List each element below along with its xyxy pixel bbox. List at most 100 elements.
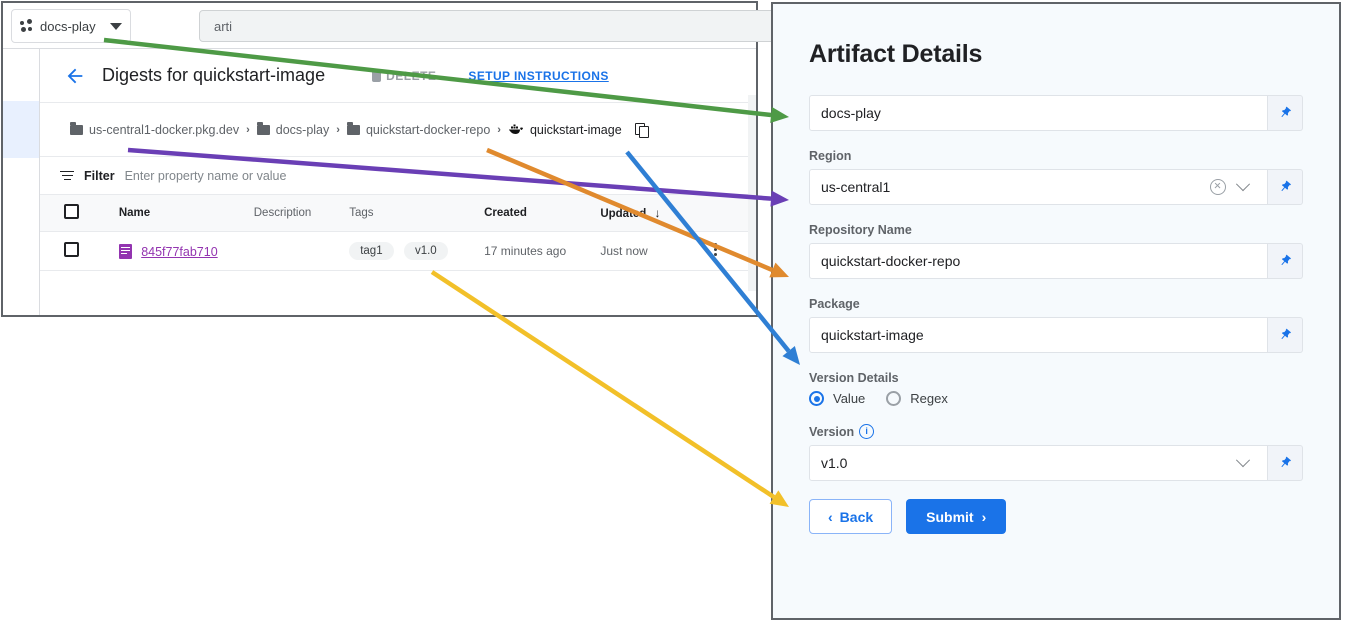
- column-header-name[interactable]: Name: [118, 195, 254, 232]
- folder-icon: [70, 121, 83, 135]
- kebab-menu-icon[interactable]: [714, 241, 718, 258]
- project-input-value: docs-play: [821, 105, 881, 121]
- radio-regex[interactable]: [886, 391, 902, 406]
- search-input-value: arti: [214, 18, 233, 34]
- pin-repository-button[interactable]: [1268, 243, 1303, 279]
- form-actions: ‹ Back Submit ›: [809, 499, 1303, 534]
- version-input[interactable]: v1.0: [809, 445, 1268, 481]
- breadcrumb-item-repo[interactable]: quickstart-docker-repo: [346, 121, 491, 137]
- row-description-cell: [253, 231, 350, 271]
- filter-bar[interactable]: Filter Enter property name or value: [40, 157, 756, 195]
- package-input-value: quickstart-image: [821, 327, 924, 343]
- breadcrumb-separator: ›: [497, 123, 501, 136]
- column-header-tags[interactable]: Tags: [349, 195, 485, 232]
- pin-icon: [1278, 180, 1292, 194]
- pin-icon: [1278, 254, 1292, 268]
- column-header-updated[interactable]: Updated ↓: [600, 195, 715, 232]
- filter-label: Filter: [84, 168, 115, 183]
- chevron-down-icon: [110, 22, 122, 30]
- folder-icon: [256, 121, 270, 135]
- field-repository-name: Repository Name quickstart-docker-repo: [809, 223, 1303, 279]
- breadcrumb-item-image[interactable]: quickstart-image: [508, 123, 622, 137]
- chevron-down-icon[interactable]: [1235, 453, 1251, 468]
- project-input[interactable]: docs-play: [809, 95, 1268, 131]
- back-button-label: Back: [839, 508, 874, 525]
- column-header-updated-label: Updated: [600, 208, 647, 220]
- back-arrow-icon[interactable]: [62, 63, 88, 89]
- back-chevron-icon: ‹: [828, 508, 833, 525]
- filter-input[interactable]: Enter property name or value: [124, 168, 287, 183]
- breadcrumb: us-central1-docker.pkg.dev › docs-play ›…: [40, 103, 756, 157]
- radio-value[interactable]: [809, 391, 824, 406]
- repository-name-input[interactable]: quickstart-docker-repo: [809, 243, 1268, 279]
- table-scrollbar[interactable]: [748, 95, 756, 291]
- field-version: Version i v1.0: [809, 424, 1303, 481]
- delete-button-label: DELETE: [386, 68, 437, 83]
- version-details-label: Version Details: [809, 371, 899, 385]
- digest-icon: [118, 243, 132, 259]
- digest-link[interactable]: 845f77fab710: [141, 244, 218, 259]
- column-header-created[interactable]: Created: [484, 195, 601, 232]
- breadcrumb-item-project[interactable]: docs-play: [256, 121, 330, 137]
- breadcrumb-item-registry[interactable]: us-central1-docker.pkg.dev: [70, 121, 240, 137]
- docker-whale-icon: [508, 124, 524, 135]
- trash-icon: [371, 69, 383, 82]
- console-content: Digests for quickstart-image DELETE SETU…: [40, 49, 756, 315]
- tag-chip[interactable]: tag1: [349, 242, 394, 260]
- breadcrumb-separator: ›: [246, 123, 250, 136]
- column-header-description[interactable]: Description: [253, 195, 350, 232]
- project-dots-icon: [20, 19, 34, 33]
- info-icon[interactable]: i: [859, 424, 875, 439]
- tag-chip[interactable]: v1.0: [403, 242, 448, 260]
- back-button[interactable]: ‹ Back: [809, 499, 893, 534]
- row-name-cell: 845f77fab710: [118, 231, 254, 271]
- row-tags-cell: tag1 v1.0: [349, 231, 485, 271]
- setup-instructions-link[interactable]: SETUP INSTRUCTIONS: [468, 68, 609, 83]
- field-project: docs-play: [809, 95, 1303, 131]
- row-updated-cell: Just now: [600, 231, 715, 271]
- pin-package-button[interactable]: [1268, 317, 1303, 353]
- version-input-value: v1.0: [821, 455, 848, 471]
- chevron-down-icon[interactable]: [1235, 177, 1251, 192]
- breadcrumb-item-label: quickstart-image: [529, 122, 622, 137]
- pin-version-button[interactable]: [1268, 445, 1303, 481]
- row-created-cell: 17 minutes ago: [484, 231, 601, 271]
- region-input-value: us-central1: [821, 179, 891, 195]
- row-checkbox[interactable]: [64, 242, 79, 257]
- breadcrumb-item-label: us-central1-docker.pkg.dev: [89, 122, 240, 137]
- pin-icon: [1278, 328, 1292, 342]
- cloud-console-panel: docs-play arti Digests for quickstart-im…: [1, 1, 799, 317]
- breadcrumb-item-label: quickstart-docker-repo: [365, 122, 491, 137]
- forward-chevron-icon: ›: [981, 508, 987, 525]
- sort-descending-icon: ↓: [654, 206, 661, 220]
- artifact-details-panel: Artifact Details docs-play Region us-cen…: [771, 2, 1341, 620]
- package-input[interactable]: quickstart-image: [809, 317, 1268, 353]
- breadcrumb-item-label: docs-play: [275, 122, 330, 137]
- field-region: Region us-central1: [809, 149, 1303, 205]
- console-left-rail: [3, 49, 40, 315]
- submit-button-label: Submit: [926, 508, 974, 525]
- select-all-header: [40, 195, 119, 232]
- pin-region-button[interactable]: [1268, 169, 1303, 205]
- pin-project-button[interactable]: [1268, 95, 1303, 131]
- console-topbar: docs-play arti: [3, 3, 799, 49]
- search-input[interactable]: arti: [199, 10, 799, 42]
- digests-table: Name Description Tags Created Updated ↓: [40, 195, 756, 271]
- submit-button[interactable]: Submit ›: [906, 499, 1007, 534]
- page-title: Digests for quickstart-image: [102, 65, 326, 85]
- project-selector[interactable]: docs-play: [11, 9, 131, 43]
- copy-icon[interactable]: [634, 122, 649, 138]
- folder-icon: [346, 121, 360, 135]
- row-select-cell: [40, 231, 119, 271]
- rail-active-item[interactable]: [3, 101, 39, 158]
- region-input[interactable]: us-central1: [809, 169, 1268, 205]
- repository-name-input-value: quickstart-docker-repo: [821, 253, 961, 269]
- repository-name-label: Repository Name: [809, 223, 912, 237]
- select-all-checkbox[interactable]: [64, 204, 79, 219]
- clear-icon[interactable]: [1210, 179, 1226, 195]
- version-label: Version: [809, 424, 855, 439]
- field-package: Package quickstart-image: [809, 297, 1303, 353]
- delete-button[interactable]: DELETE: [371, 69, 436, 83]
- region-label: Region: [809, 149, 852, 163]
- table-row[interactable]: 845f77fab710 tag1 v1.0 17 minutes ago Ju…: [40, 231, 756, 271]
